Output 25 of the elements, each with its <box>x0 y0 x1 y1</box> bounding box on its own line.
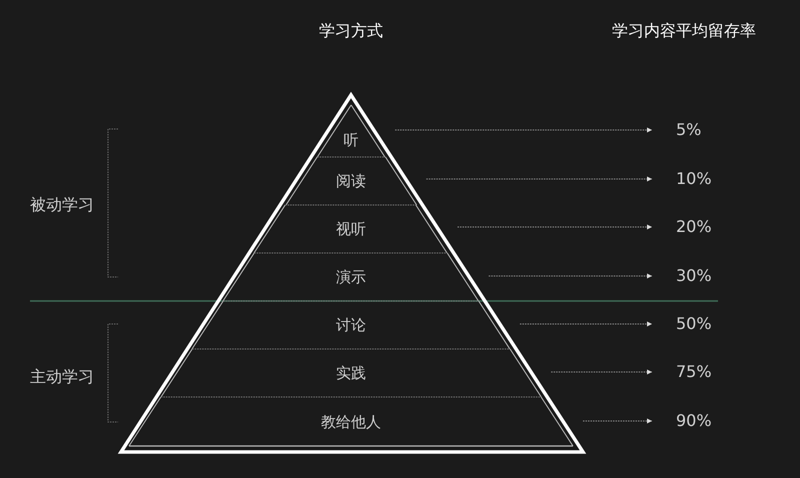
column-heading: 学习内容平均留存率 <box>612 22 756 40</box>
arrow <box>426 176 652 182</box>
arrow <box>519 322 652 326</box>
percentage-value: 75% <box>676 363 712 381</box>
arrow <box>550 370 652 374</box>
arrow <box>582 418 652 424</box>
group-label: 被动学习 <box>30 196 94 214</box>
percentage-value: 20% <box>676 218 712 236</box>
arrow <box>488 274 652 278</box>
layer-label: 听 <box>342 130 360 149</box>
layer-label: 阅读 <box>334 172 367 190</box>
percentage-value: 10% <box>676 170 712 188</box>
percentage-value: 90% <box>676 412 712 430</box>
layer-label: 视听 <box>334 220 367 238</box>
layer-label: 实践 <box>335 364 367 382</box>
group-label: 主动学习 <box>30 368 94 386</box>
percentage-value: 5% <box>676 121 702 139</box>
percentage-value: 30% <box>676 267 712 285</box>
percentage-value: 50% <box>676 315 712 333</box>
layer-label: 演示 <box>334 268 367 286</box>
arrow <box>457 224 652 230</box>
column-heading: 学习方式 <box>318 22 384 40</box>
layer-label: 讨论 <box>334 316 367 334</box>
layer-label: 教给他人 <box>320 412 382 430</box>
arrow <box>394 128 652 132</box>
